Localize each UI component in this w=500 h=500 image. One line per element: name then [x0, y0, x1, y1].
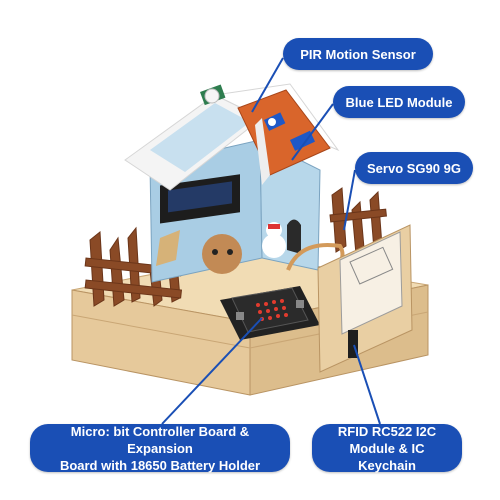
callout-pir-text: PIR Motion Sensor [300, 46, 416, 62]
callout-servo-text: Servo SG90 9G [367, 160, 461, 176]
right-fence [329, 187, 387, 255]
callout-servo: Servo SG90 9G [355, 152, 473, 184]
callout-microbit-line1: Micro: bit Controller Board & Expansion [70, 423, 250, 456]
callout-rfid-line2: Module & IC Keychain [349, 440, 425, 473]
pir-sensor [200, 84, 226, 106]
callout-led-text: Blue LED Module [345, 94, 453, 110]
callout-pir-motion-sensor: PIR Motion Sensor [283, 38, 433, 70]
callout-rfid-module: RFID RC522 I2C Module & IC Keychain [312, 423, 462, 473]
rfid-panel [317, 224, 413, 373]
callout-microbit-line2: Board with 18650 Battery Holder [59, 457, 261, 473]
callout-rfid-line1: RFID RC522 I2C [337, 423, 437, 439]
callout-microbit-controller: Micro: bit Controller Board & Expansion … [30, 423, 290, 473]
roof [124, 83, 340, 191]
leader-lines [161, 57, 381, 425]
blue-led-module [264, 112, 286, 131]
callout-blue-led-module: Blue LED Module [333, 86, 465, 118]
microbit-board [220, 286, 320, 340]
